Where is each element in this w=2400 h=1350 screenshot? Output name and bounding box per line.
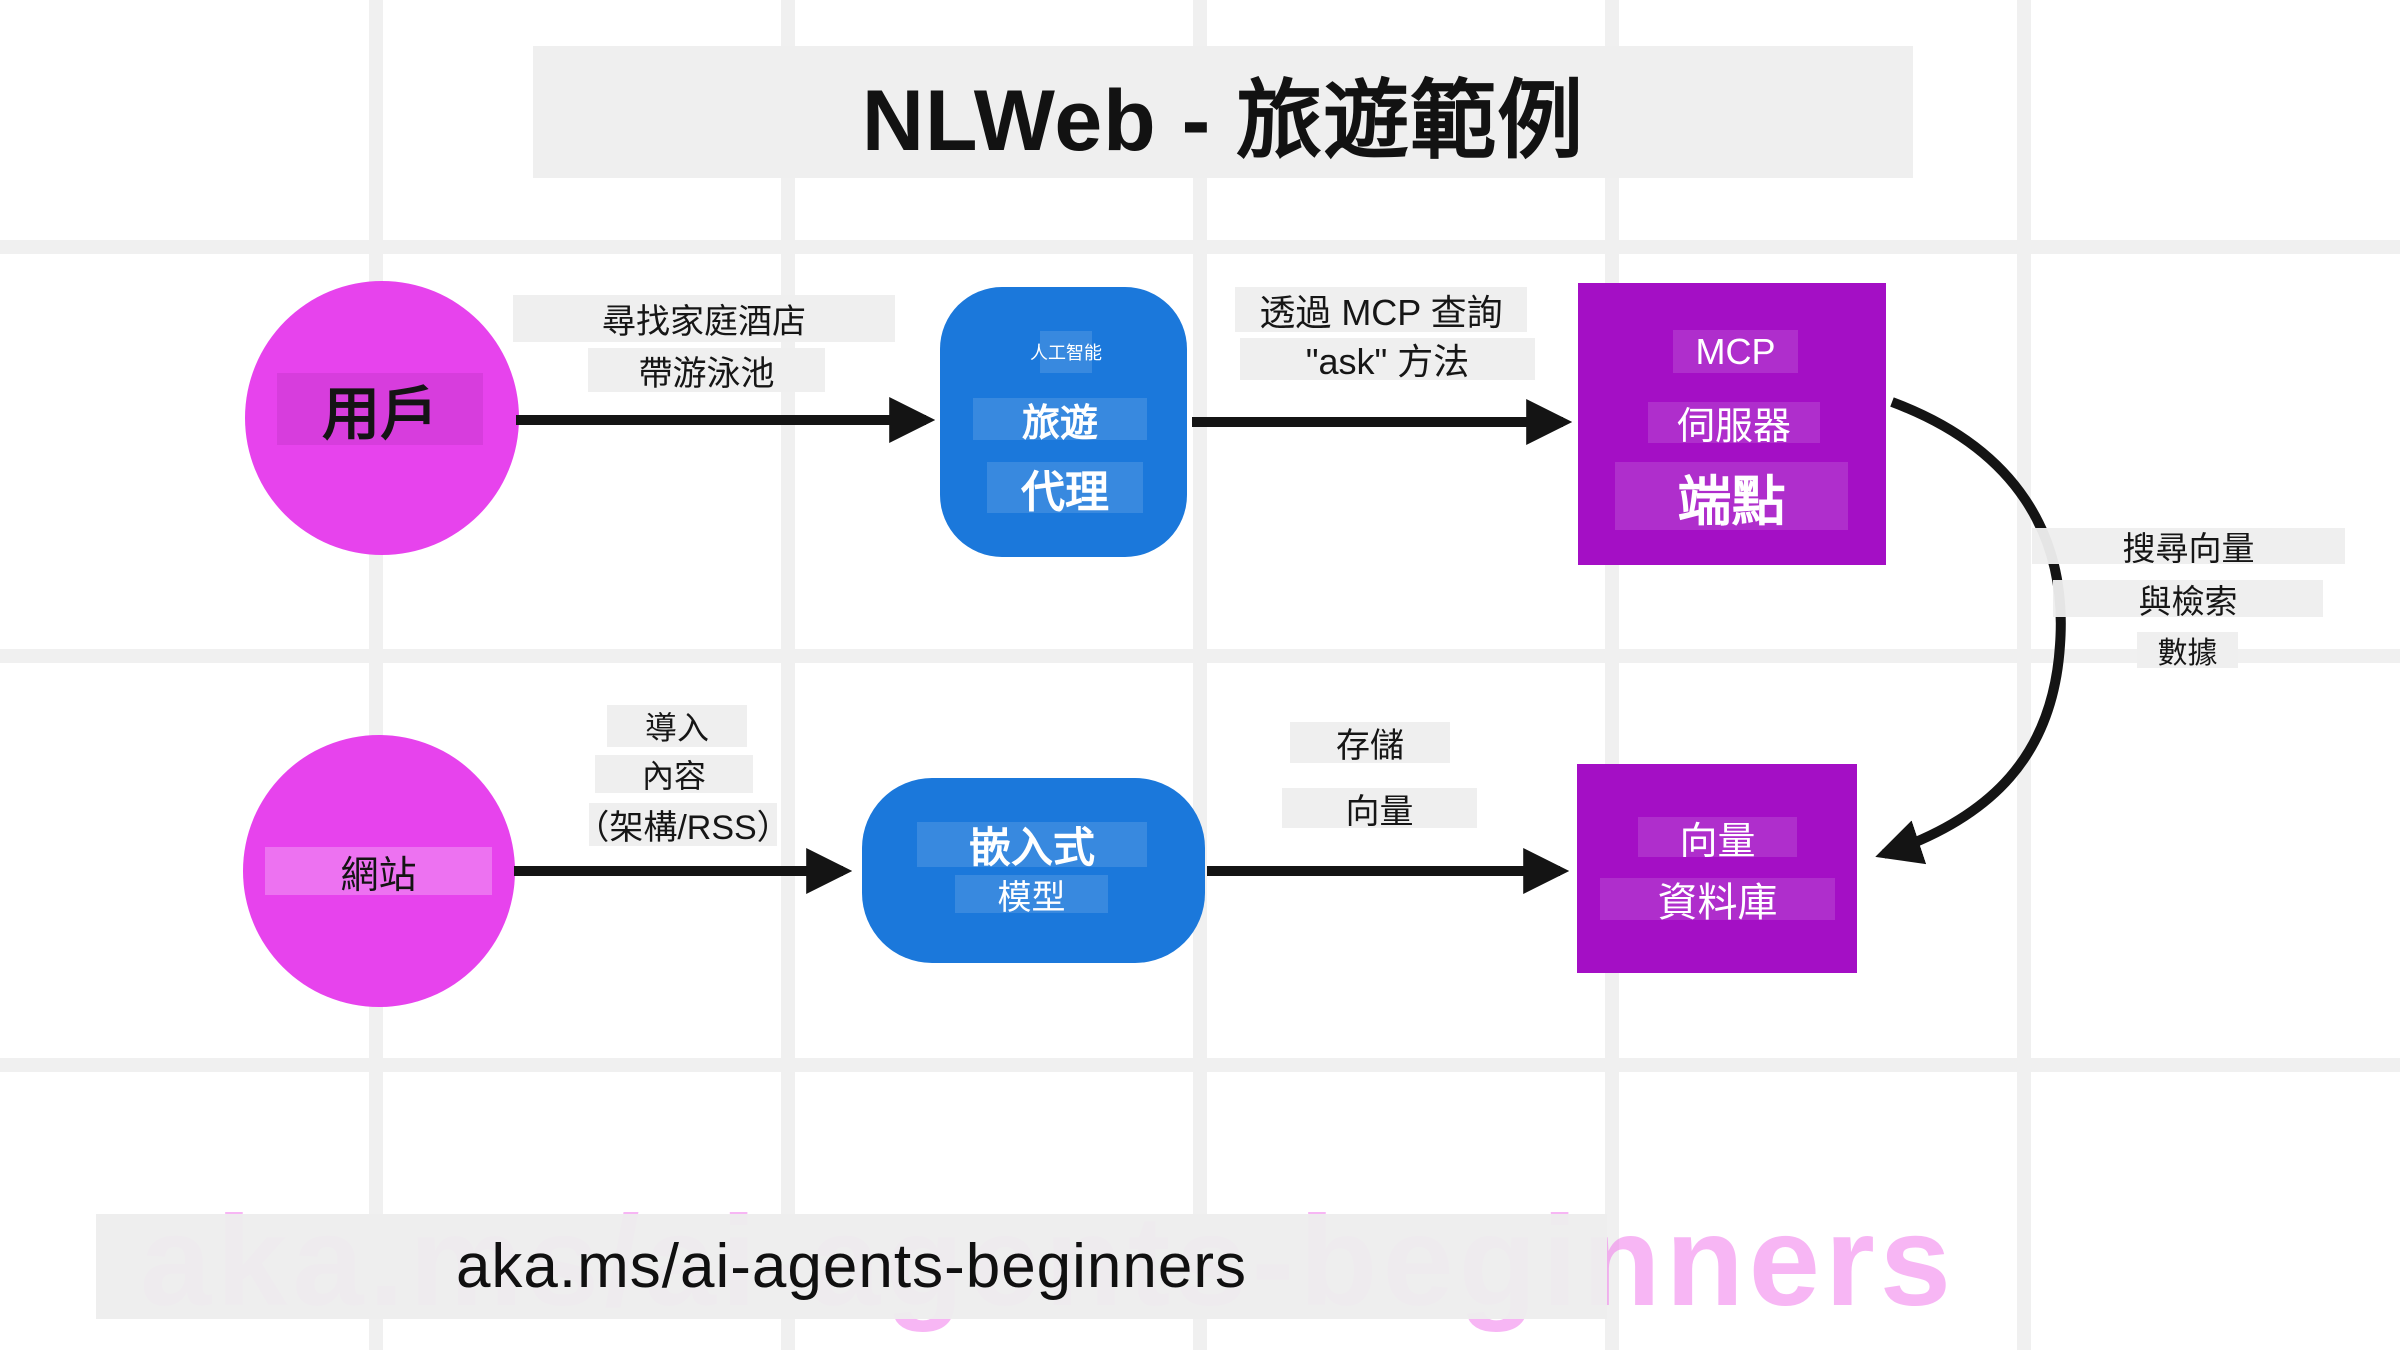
edge-label-data: 數據 bbox=[2137, 632, 2238, 670]
node-mcp-server-line3: 端點 bbox=[1615, 462, 1848, 532]
edge-label-query-via-mcp: 透過 MCP 查詢 bbox=[1235, 287, 1527, 333]
node-website: 網站 bbox=[243, 735, 515, 1007]
edge-label-schema-rss: （架構/RSS） bbox=[575, 803, 791, 847]
node-website-label: 網站 bbox=[265, 847, 492, 897]
node-travel-agent-line1: 旅遊 bbox=[973, 398, 1147, 445]
node-embedding-model: 嵌入式 模型 bbox=[862, 778, 1205, 963]
node-travel-agent: 人工智能 旅遊 代理 bbox=[940, 287, 1187, 557]
node-vector-db: 向量 資料庫 bbox=[1577, 764, 1857, 973]
footer-url: aka.ms/ai-agents-beginners bbox=[96, 1214, 1607, 1319]
node-user: 用戶 bbox=[245, 281, 519, 555]
node-vector-db-line2: 資料庫 bbox=[1600, 878, 1835, 925]
node-travel-agent-line2: 代理 bbox=[987, 462, 1143, 517]
node-embedding-model-line2: 模型 bbox=[955, 875, 1108, 917]
arrow-mcp-to-db-curve bbox=[1875, 397, 2066, 865]
node-travel-agent-sublabel: 人工智能 bbox=[1030, 331, 1102, 373]
node-vector-db-line1: 向量 bbox=[1638, 817, 1797, 863]
node-mcp-server: MCP 伺服器 端點 bbox=[1578, 283, 1886, 565]
edge-label-ingest: 導入 bbox=[607, 705, 747, 747]
edge-label-ask-method: "ask" 方法 bbox=[1240, 338, 1535, 382]
node-embedding-model-line1: 嵌入式 bbox=[917, 822, 1147, 871]
node-mcp-server-line1: MCP bbox=[1673, 330, 1798, 373]
edge-label-search-vectors: 搜尋向量 bbox=[2032, 528, 2345, 567]
edge-label-content: 內容 bbox=[595, 755, 753, 794]
node-mcp-server-line2: 伺服器 bbox=[1648, 402, 1820, 448]
edge-label-vectors: 向量 bbox=[1282, 788, 1477, 831]
node-user-label: 用戶 bbox=[277, 373, 483, 447]
edge-label-with-pool: 帶游泳池 bbox=[588, 348, 825, 393]
edge-label-and-retrieve: 與檢索 bbox=[2053, 580, 2323, 620]
diagram-title: NLWeb - 旅遊範例 bbox=[533, 46, 1913, 178]
edge-label-store: 存儲 bbox=[1290, 722, 1450, 765]
edge-label-find-hotel: 尋找家庭酒店 bbox=[513, 295, 895, 342]
